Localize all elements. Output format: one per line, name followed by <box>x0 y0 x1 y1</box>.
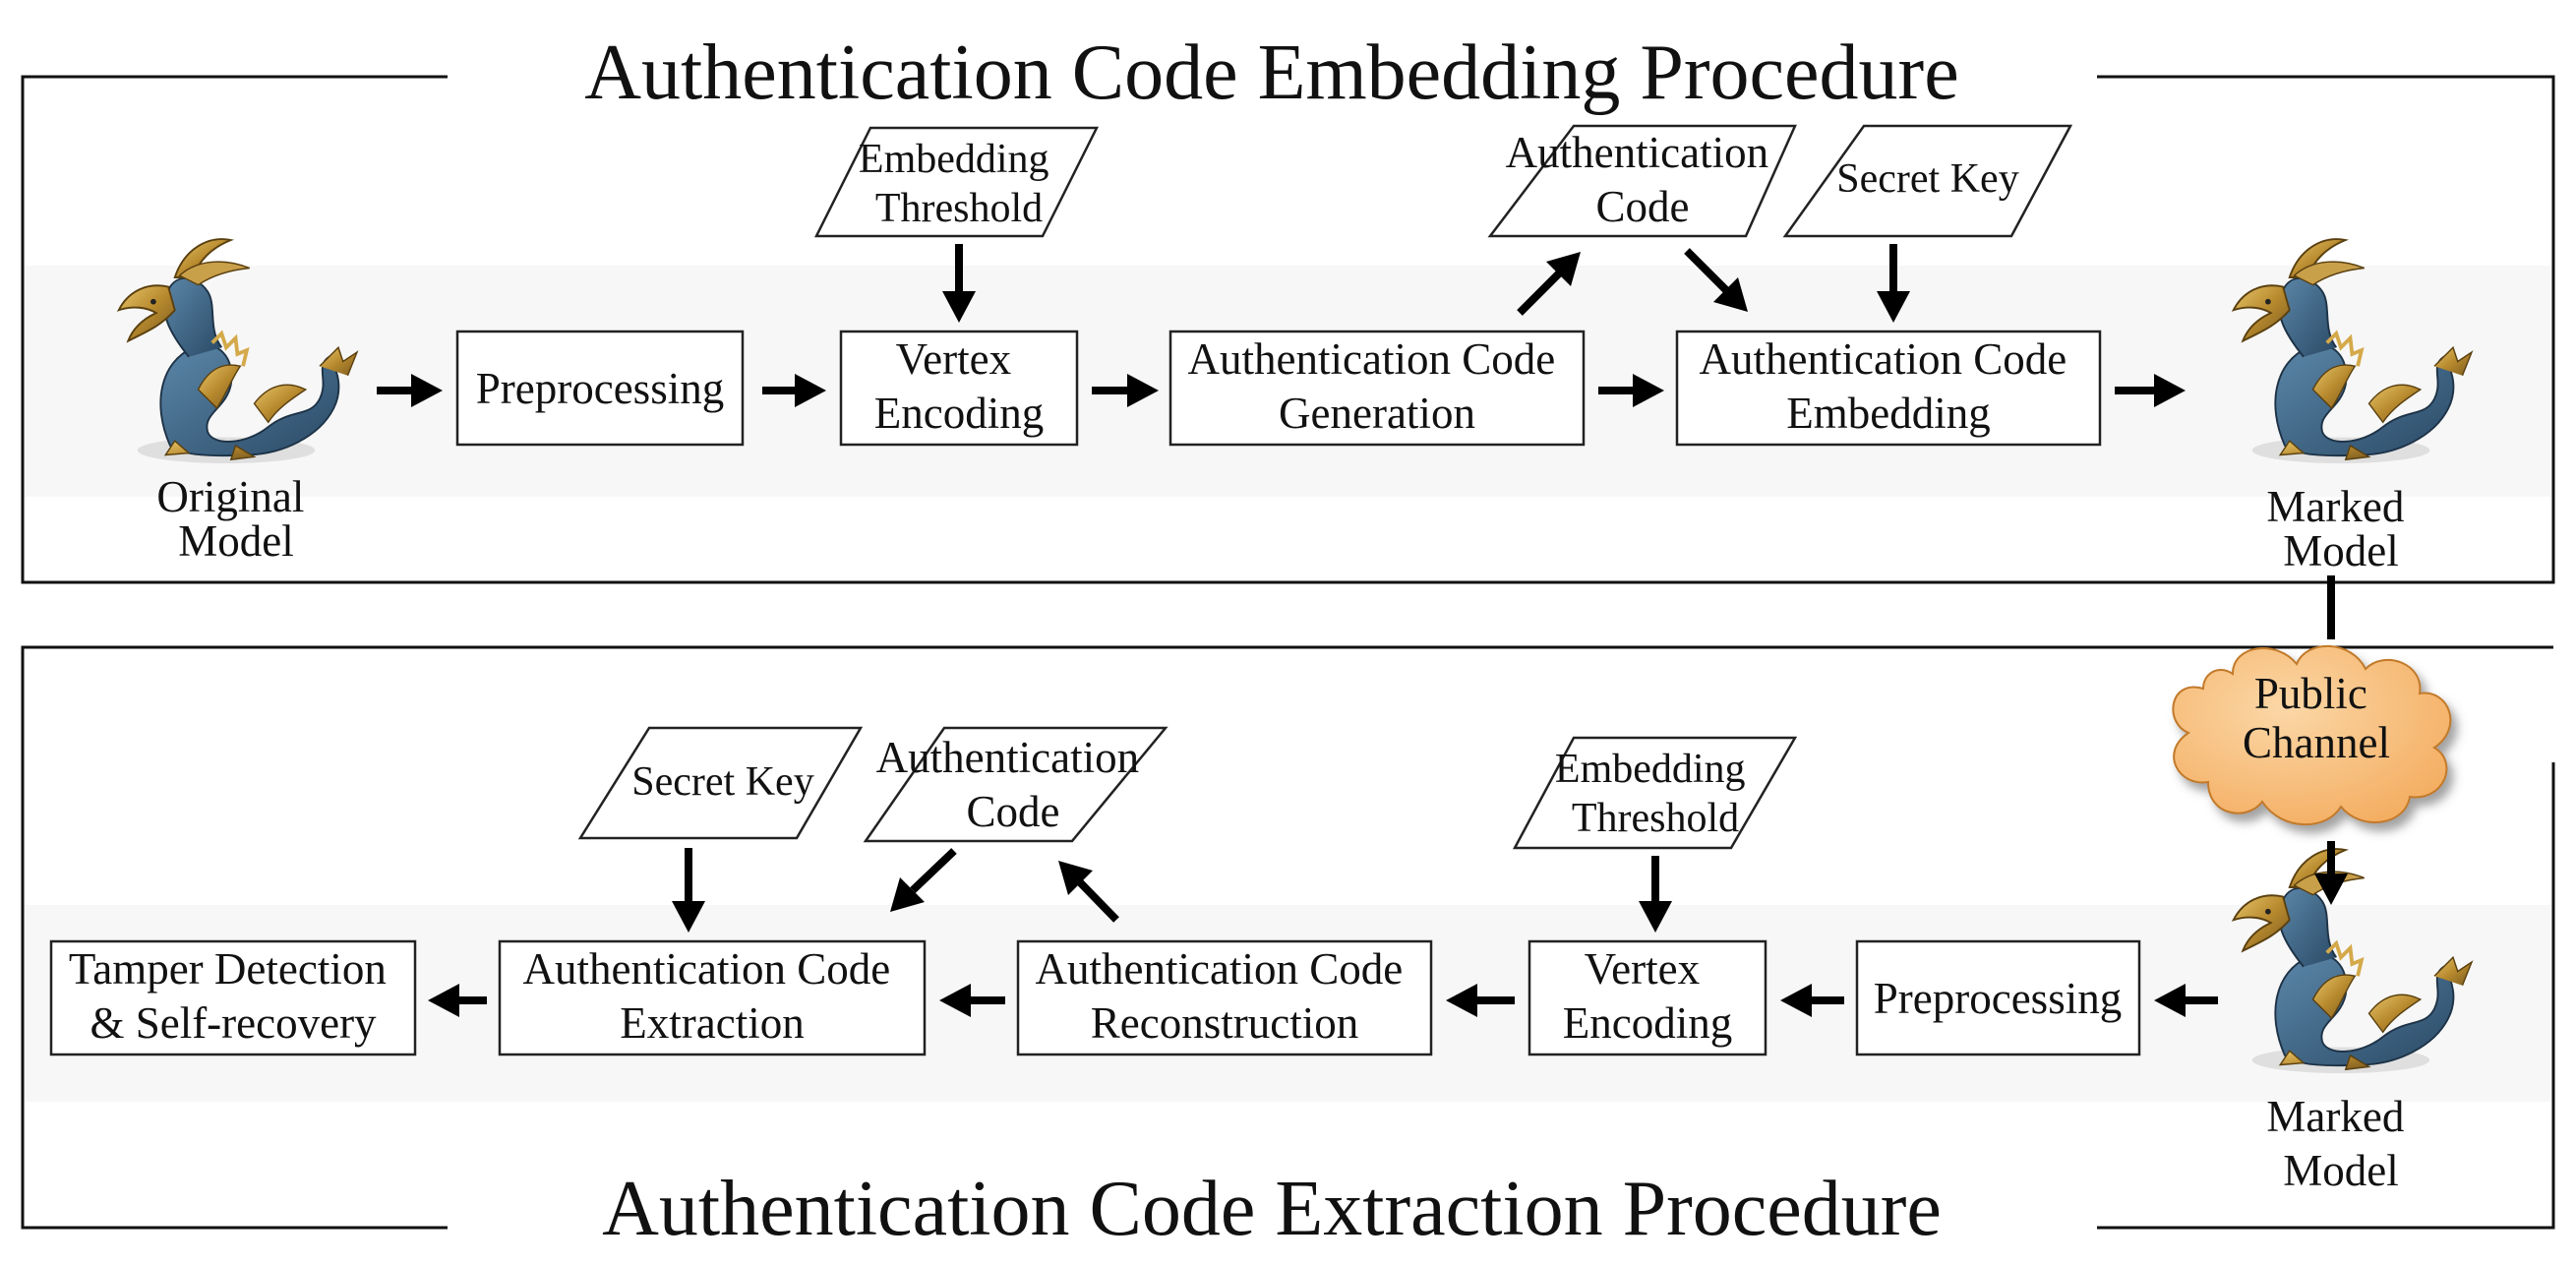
authentication-code-label-bottom: Authentication Code <box>876 733 1151 836</box>
vertex-encoding-box <box>839 330 1079 447</box>
secret-key-label-top: Secret Key <box>1836 156 2018 202</box>
preprocessing-box-bottom <box>1855 939 2141 1056</box>
arrow-preprocessing-to-vertex <box>762 374 826 407</box>
arrow-extraction-to-tamper <box>428 984 487 1017</box>
embedding-threshold-input-bottom <box>1512 736 1798 850</box>
arrow-generation-to-embedding <box>1598 374 1664 407</box>
arrows <box>377 244 2348 1017</box>
authentication-code-input-bottom <box>863 726 1168 843</box>
public-channel-label: Public Channel <box>2243 669 2390 767</box>
marked-model-label-top: Marked Model <box>2266 482 2415 575</box>
marked-model-label-bottom: Marked Model <box>2266 1092 2415 1195</box>
arrow-vertex-to-generation <box>1092 374 1159 407</box>
arrow-marked-to-preprocessing <box>2154 984 2218 1017</box>
code-embedding-box <box>1675 330 2102 447</box>
tamper-detection-label: Tamper Detection & Self-recovery <box>69 944 397 1048</box>
authentication-code-label-top: Authentication Code <box>1506 128 1780 231</box>
arrow-code-to-extraction <box>890 848 957 912</box>
code-extraction-label: Authentication Code Extraction <box>523 944 902 1048</box>
arrow-key-to-extraction <box>672 848 705 933</box>
arrow-vertex-to-reconstruction <box>1446 984 1515 1017</box>
arrow-channel-to-marked <box>2314 841 2348 905</box>
original-model-label: Original Model <box>156 472 315 566</box>
arrow-key-to-embedding <box>1877 244 1910 323</box>
arrow-model-to-preprocessing <box>377 374 443 407</box>
secret-key-input-top <box>1782 124 2073 238</box>
secret-key-input-bottom <box>577 726 864 840</box>
code-generation-box <box>1168 330 1586 447</box>
embedding-threshold-label-bottom: Embedding Threshold <box>1555 747 1756 841</box>
arrow-code-to-embedding <box>1684 248 1748 312</box>
code-generation-label: Authentication Code Generation <box>1188 334 1567 438</box>
authentication-code-output <box>1487 124 1797 238</box>
secret-key-label-bottom: Secret Key <box>631 759 813 805</box>
code-extraction-box <box>498 939 927 1056</box>
extraction-frame <box>21 645 2555 1230</box>
arrow-reconstruction-to-code <box>1058 861 1119 923</box>
vertex-encoding-label-bottom: Vertex Encoding <box>1563 944 1732 1048</box>
arrow-embedding-to-marked <box>2115 374 2186 407</box>
preprocessing-box <box>455 330 745 447</box>
embedding-threshold-input <box>813 126 1100 238</box>
embedding-frame <box>21 75 2555 584</box>
arrow-preprocessing-to-vertex-bottom <box>1780 984 1844 1017</box>
code-reconstruction-label: Authentication Code Reconstruction <box>1036 944 1414 1048</box>
vertex-encoding-label: Vertex Encoding <box>874 334 1044 438</box>
embedding-title: Authentication Code Embedding Procedure <box>584 30 1958 116</box>
code-embedding-label: Authentication Code Embedding <box>1700 334 2078 438</box>
tamper-detection-box <box>49 939 417 1056</box>
vertex-encoding-box-bottom <box>1528 939 1767 1056</box>
arrow-reconstruction-to-extraction <box>939 984 1005 1017</box>
extraction-title: Authentication Code Extraction Procedure <box>602 1166 1942 1252</box>
public-channel-cloud <box>2172 644 2452 826</box>
code-reconstruction-box <box>1016 939 1433 1056</box>
arrow-threshold-to-vertex-bottom <box>1639 856 1672 933</box>
arrow-generation-to-code <box>1517 252 1581 316</box>
embedding-threshold-label: Embedding Threshold <box>859 137 1059 231</box>
arrow-threshold-to-vertex <box>942 244 976 323</box>
preprocessing-label-bottom: Preprocessing <box>1874 974 2122 1023</box>
preprocessing-label: Preprocessing <box>476 364 724 413</box>
